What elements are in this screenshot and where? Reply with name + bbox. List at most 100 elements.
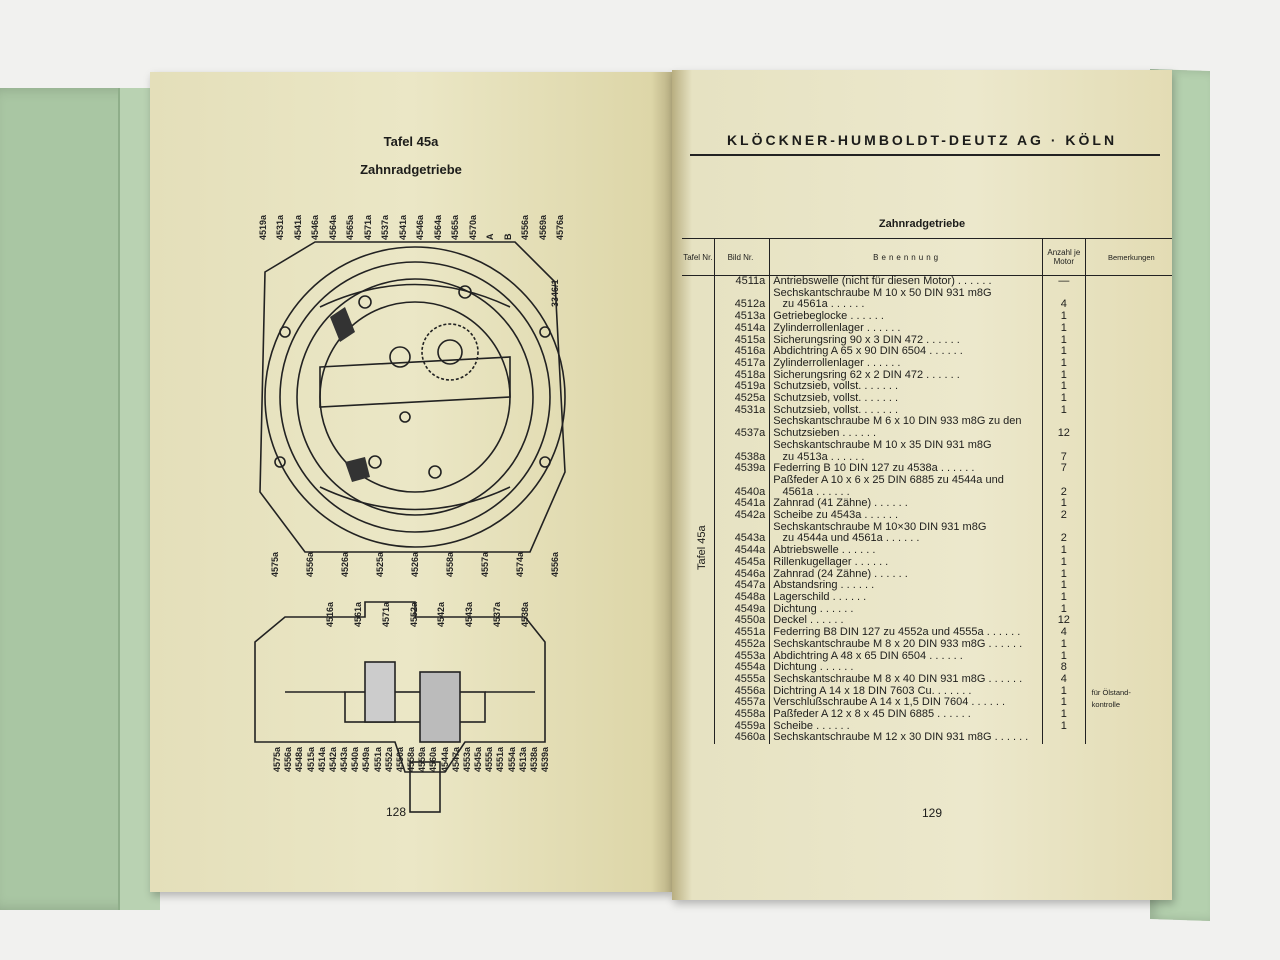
part-description: Lagerschild . . . . . . <box>769 591 1043 604</box>
quantity: 12 <box>1042 615 1086 628</box>
quantity: 1 <box>1042 638 1086 651</box>
tafel-cell <box>682 474 715 499</box>
tafel-cell <box>682 615 715 628</box>
description-line: Schutzsieben . . . . . . <box>773 427 877 440</box>
callout-label: 4556a <box>283 746 294 772</box>
callout-label: 4525a <box>375 551 385 577</box>
part-number-text: 4511a <box>735 275 766 287</box>
description-line: Sicherungsring 62 x 2 DIN 472 . . . . . … <box>773 368 960 381</box>
quantity: 12 <box>1042 416 1086 440</box>
description-line: Dichtung . . . . . . <box>773 602 854 615</box>
part-number-text: 4551a <box>734 626 766 639</box>
callout-label: 4543a <box>339 746 349 772</box>
part-number-text: 4538a <box>734 450 766 463</box>
publisher-header: KLÖCKNER-HUMBOLDT-DEUTZ AG · KÖLN <box>726 132 1118 148</box>
part-number: 4513a <box>714 310 771 323</box>
description-line: Scheibe zu 4543a . . . . . . <box>773 509 899 522</box>
part-description: Abtriebswelle . . . . . . <box>769 544 1043 557</box>
part-number-text: 4547a <box>734 579 766 592</box>
part-number-text: 4542a <box>734 509 766 522</box>
part-number: 4514a <box>714 322 771 335</box>
callout-label: 4575a <box>272 746 282 772</box>
remark <box>1085 615 1172 627</box>
callout-label: 4565a <box>450 214 461 240</box>
remark <box>1085 381 1172 393</box>
quantity: 1 <box>1042 369 1086 382</box>
part-number-text: 4546a <box>734 567 766 580</box>
callout-label: 4576a <box>555 214 565 240</box>
part-number: 4560a <box>714 732 771 745</box>
tafel-cell <box>682 638 715 651</box>
part-description: Dichtung . . . . . . <box>769 602 1043 616</box>
part-number-text: 4515a <box>734 333 766 346</box>
callout-label: 4571a <box>380 601 391 627</box>
quantity: 1 <box>1042 498 1086 511</box>
tafel-cell <box>682 709 715 721</box>
remark <box>1085 311 1172 323</box>
description-line: Zahnrad (24 Zähne) . . . . . . <box>773 567 908 580</box>
tafel-cell <box>682 439 715 464</box>
description-line: Antriebswelle (nicht für diesen Motor) .… <box>773 275 992 287</box>
quantity: 1 <box>1042 381 1086 394</box>
quantity: — <box>1042 275 1086 288</box>
part-description: Sechskantschraube M 10 x 35 DIN 931 m8G … <box>769 439 1043 464</box>
part-number: 4515a <box>714 333 771 347</box>
tafel-cell <box>682 580 715 592</box>
description-line: Schutzsieb, vollst. . . . . . . <box>773 403 899 416</box>
part-description: Schutzsieb, vollst. . . . . . . <box>769 392 1043 405</box>
callout-label: 4556a <box>550 551 560 577</box>
part-number: 4552a <box>714 638 771 651</box>
part-number: 4519a <box>714 380 771 394</box>
callout-label: 4565a <box>345 214 356 240</box>
callout-label: 4546a <box>310 214 321 240</box>
callout-label: 4547a <box>450 746 461 772</box>
remark <box>1085 393 1172 405</box>
part-number-text: 4544a <box>734 544 766 557</box>
description-line: Sechskantschraube M 10×30 DIN 931 m8G <box>773 520 987 533</box>
part-number-text: 4537a <box>734 427 766 440</box>
part-description: Verschlußschraube A 14 x 1,5 DIN 7604 . … <box>769 696 1043 710</box>
part-number: 4553a <box>714 649 771 663</box>
description-line: Sechskantschraube M 8 x 20 DIN 933 m8G .… <box>773 637 1023 650</box>
tafel-cell <box>682 346 715 358</box>
right-page: KLÖCKNER-HUMBOLDT-DEUTZ AG · KÖLN Zahnra… <box>672 70 1172 900</box>
remark <box>1085 498 1172 510</box>
part-description: Antriebswelle (nicht für diesen Motor) .… <box>769 275 1043 288</box>
callout-label: 4551a <box>372 746 383 772</box>
tafel-cell <box>682 720 715 733</box>
part-number-text: 4553a <box>734 649 766 662</box>
remark <box>1085 592 1172 604</box>
quantity: 1 <box>1042 603 1086 616</box>
tafel-cell <box>682 498 715 511</box>
part-number: 4559a <box>714 720 771 733</box>
remark <box>1085 662 1172 674</box>
parts-table: Tafel Nr. Bild Nr. Benennung Anzahl je M… <box>682 238 1172 745</box>
part-number-text: 4517a <box>734 356 766 369</box>
description-line: Sechskantschraube M 6 x 10 DIN 933 m8G z… <box>773 415 1022 428</box>
description-line: Dichtring A 14 x 18 DIN 7603 Cu. . . . .… <box>773 684 972 697</box>
col-benennung: Benennung <box>769 238 1043 276</box>
quantity <box>1042 732 1086 745</box>
part-description: Sechskantschraube M 6 x 10 DIN 933 m8G z… <box>769 415 1043 440</box>
quantity: 1 <box>1042 720 1086 733</box>
quantity: 1 <box>1042 580 1086 592</box>
part-number-text: 4556a <box>734 684 766 697</box>
description-line: Zylinderrollenlager . . . . . . <box>773 321 901 334</box>
part-number: 4537a <box>714 416 771 440</box>
description-line: Abdichtring A 65 x 90 DIN 6504 . . . . .… <box>773 345 963 358</box>
part-number: 4548a <box>714 591 771 604</box>
quantity: 1 <box>1042 685 1086 698</box>
callout-label: 4558a <box>406 746 416 772</box>
tafel-cell <box>682 662 715 674</box>
